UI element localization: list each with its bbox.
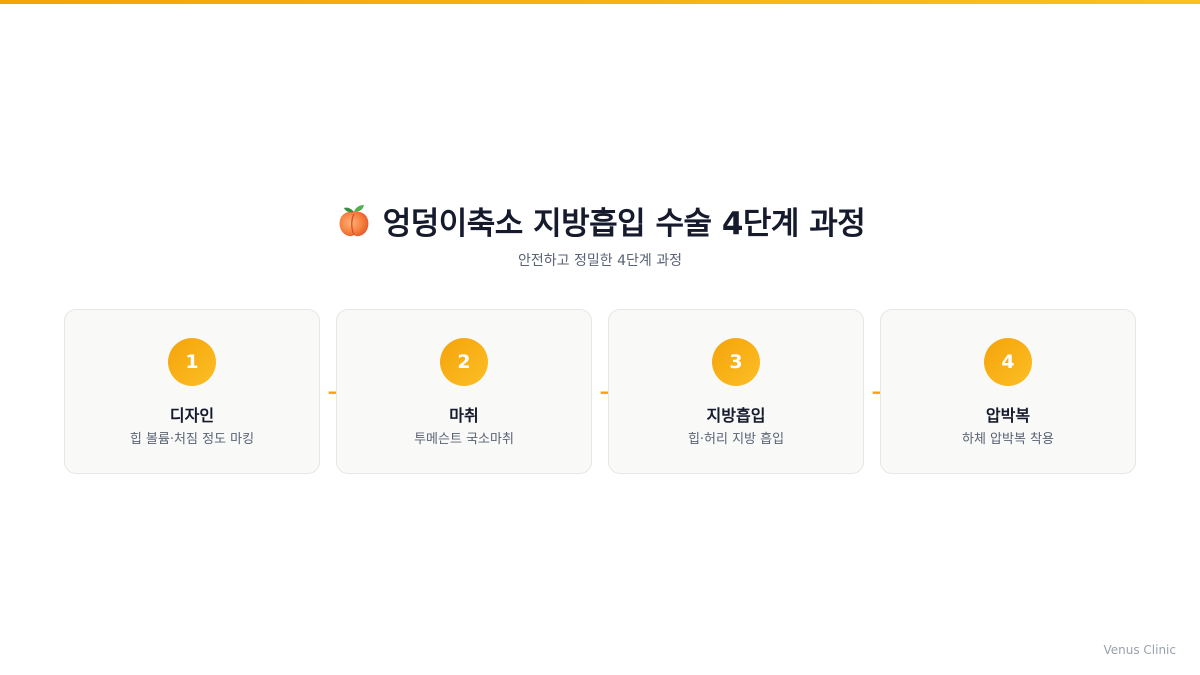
steps-row: 1 디자인 힙 볼륨·처짐 정도 마킹 → 2 마취 투메슨트 국소마취 → 3… xyxy=(64,309,1136,474)
step-number-badge: 2 xyxy=(440,338,488,386)
step-title: 디자인 xyxy=(169,406,215,425)
step-title: 마취 xyxy=(449,406,479,425)
step-description: 힙·허리 지방 흡입 xyxy=(687,432,785,447)
step-description: 힙 볼륨·처짐 정도 마킹 xyxy=(129,432,255,447)
page-title: 엉덩이축소 지방흡입 수술 4단계 과정 xyxy=(335,198,866,243)
footer-brand: Venus Clinic xyxy=(1103,643,1176,657)
peach-icon xyxy=(335,202,373,240)
step-card-1: 1 디자인 힙 볼륨·처짐 정도 마킹 xyxy=(64,309,320,474)
step-title: 압박복 xyxy=(985,406,1031,425)
page-subtitle: 안전하고 정밀한 4단계 과정 xyxy=(518,253,682,269)
step-number-badge: 1 xyxy=(168,338,216,386)
step-description: 하체 압박복 착용 xyxy=(962,432,1054,447)
step-description: 투메슨트 국소마취 xyxy=(414,432,514,447)
step-card-3: 3 지방흡입 힙·허리 지방 흡입 xyxy=(608,309,864,474)
step-number-badge: 4 xyxy=(984,338,1032,386)
top-accent-bar xyxy=(0,0,1200,4)
page-title-text: 엉덩이축소 지방흡입 수술 4단계 과정 xyxy=(382,206,866,242)
step-card-4: 4 압박복 하체 압박복 착용 xyxy=(880,309,1136,474)
title-area: 엉덩이축소 지방흡입 수술 4단계 과정 xyxy=(0,198,1200,244)
step-card-2: 2 마취 투메슨트 국소마취 xyxy=(336,309,592,474)
step-number-badge: 3 xyxy=(712,338,760,386)
step-title: 지방흡입 xyxy=(706,406,766,425)
